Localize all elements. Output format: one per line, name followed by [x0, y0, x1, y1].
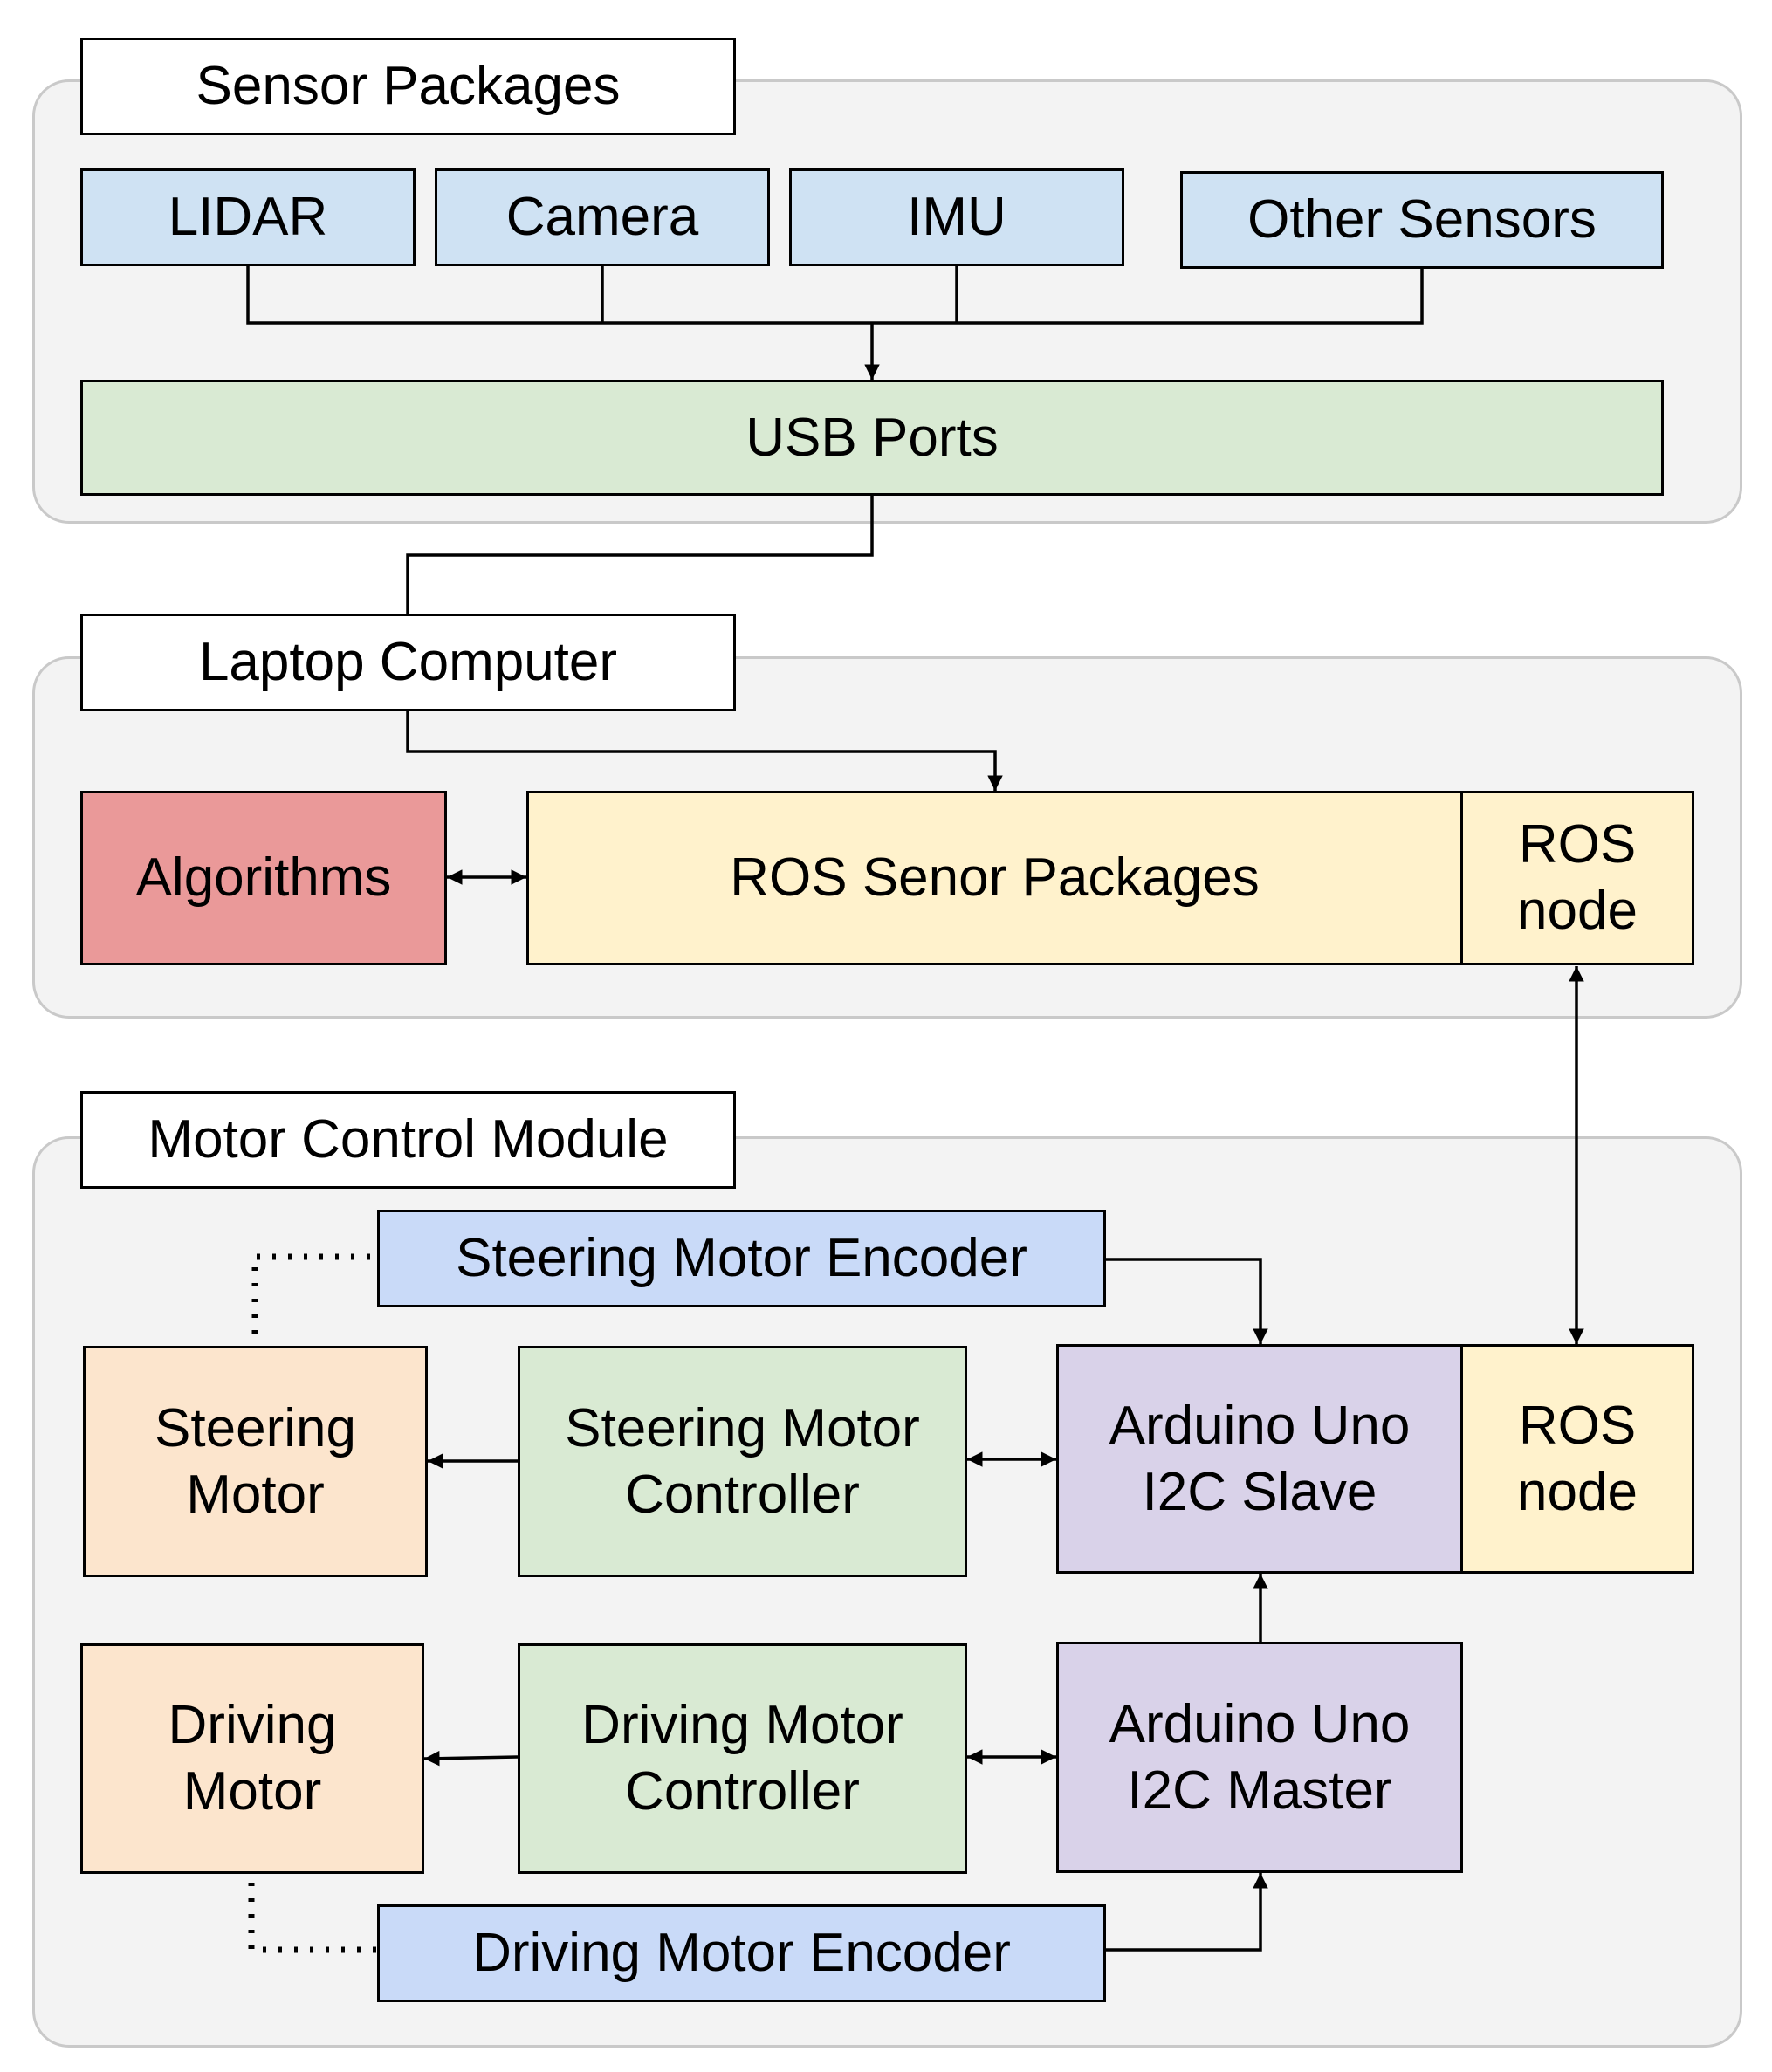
- usb-to-laptop-line: [406, 496, 874, 614]
- motor-control-module-title: Motor Control Module: [80, 1091, 736, 1189]
- arduino-uno-master-box: Arduino Uno I2C Master: [1056, 1642, 1463, 1873]
- arduino-uno-slave-box: Arduino Uno I2C Slave: [1056, 1344, 1463, 1574]
- laptop-ros-node-box: ROS node: [1460, 791, 1694, 965]
- other-sensors-box: Other Sensors: [1180, 171, 1664, 269]
- camera-box: Camera: [435, 168, 770, 266]
- usb-ports-box: USB Ports: [80, 380, 1664, 496]
- steering-motor-encoder-box: Steering Motor Encoder: [377, 1210, 1106, 1307]
- steering-dotted-link: [251, 1253, 370, 1346]
- driving-encoder-arrow: [1106, 1873, 1268, 1952]
- driving-motor-encoder-box: Driving Motor Encoder: [377, 1904, 1106, 2002]
- ros-sensor-packages-box: ROS Senor Packages: [526, 791, 1463, 965]
- steering-encoder-arrow: [1106, 1258, 1268, 1344]
- driving-motor-box: Driving Motor: [80, 1643, 424, 1874]
- laptop-to-ros-arrow: [406, 711, 1003, 791]
- bus-line: [246, 266, 1424, 325]
- driving-dotted-link: [248, 1883, 377, 1953]
- steering-motor-controller-box: Steering Motor Controller: [518, 1346, 967, 1577]
- laptop-computer-title: Laptop Computer: [80, 614, 736, 711]
- driving-motor-controller-box: Driving Motor Controller: [518, 1643, 967, 1874]
- motor-ros-node-box: ROS node: [1460, 1344, 1694, 1574]
- driving-controller-motor-arrow: [423, 1750, 519, 1767]
- steering-motor-box: Steering Motor: [83, 1346, 428, 1577]
- imu-box: IMU: [789, 168, 1124, 266]
- algorithms-box: Algorithms: [80, 791, 447, 965]
- lidar-box: LIDAR: [80, 168, 416, 266]
- sensor-packages-title: Sensor Packages: [80, 38, 736, 135]
